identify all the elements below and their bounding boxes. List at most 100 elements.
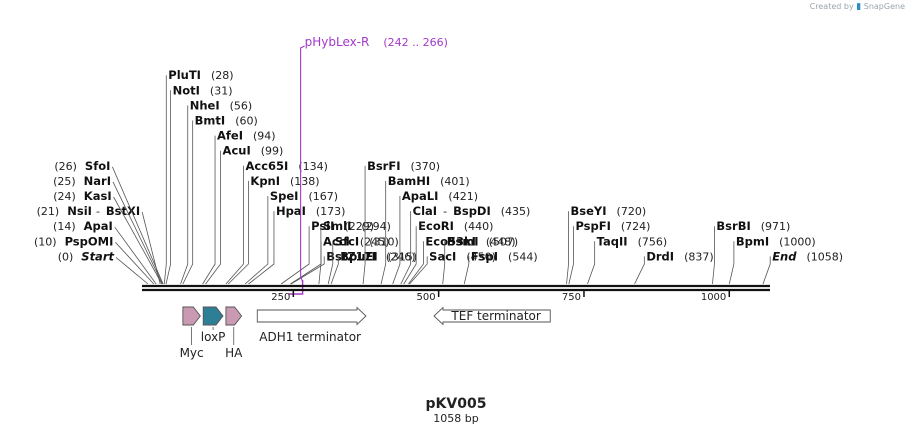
- primer-name: pHybLex-R: [305, 35, 370, 49]
- site-position: (756): [638, 235, 668, 248]
- site-bmti: BmtI(60): [182, 114, 258, 285]
- site-position: (544): [508, 250, 538, 263]
- site-position: (24): [53, 190, 76, 203]
- snapgene-logo-icon: ▮: [856, 2, 862, 12]
- feature-arrow: [182, 306, 201, 326]
- feature-arrow: [202, 306, 224, 326]
- site-name: ClaI: [413, 204, 437, 218]
- site-nhei: NheI(56): [180, 98, 253, 285]
- credit-brand: SnapGene: [863, 2, 905, 11]
- site-connector: [163, 75, 167, 285]
- site-connector: [115, 242, 155, 285]
- site-name: KpnI: [250, 174, 280, 188]
- site-name: BpuEI: [340, 249, 377, 263]
- site-connector: [114, 226, 157, 285]
- site-position: (1058): [806, 250, 843, 263]
- site-kasi: KasI(24): [53, 189, 163, 285]
- site-name: PspOMI: [65, 234, 114, 248]
- site-spei: SpeI(167): [244, 189, 338, 285]
- primer-leader-line: [300, 45, 305, 283]
- plasmid-name: pKV005: [426, 396, 487, 412]
- scale-tick-label-1000: 1000: [701, 292, 726, 303]
- site-position: (26): [54, 160, 77, 173]
- site-position: (94): [253, 130, 276, 143]
- site-connector: [113, 196, 163, 285]
- site-pluti: PluTI(28): [163, 68, 234, 285]
- feature-label: loxP: [201, 330, 226, 344]
- site-connector: [409, 256, 428, 285]
- feature-loxp: loxP: [201, 306, 226, 344]
- site-acc65i: Acc65I(134): [225, 159, 328, 285]
- site-name-alt: BspDI: [453, 204, 491, 218]
- feature-ha: HA: [225, 306, 243, 360]
- site-afei: AfeI(94): [202, 129, 276, 285]
- site-position: (837): [684, 250, 714, 263]
- primer-phyblex-r: pHybLex-R (242 .. 266): [288, 35, 448, 295]
- scale-tick-label-250: 250: [271, 292, 290, 303]
- site-connector: [202, 135, 216, 285]
- site-ecori: EcoRI(440): [403, 219, 493, 285]
- site-name: NarI: [84, 174, 111, 188]
- site-connector: [463, 256, 470, 285]
- site-nari: NarI(25): [53, 174, 163, 285]
- site-position: (450): [466, 250, 496, 263]
- site-position: (971): [761, 220, 791, 233]
- site-connector: [408, 241, 424, 285]
- site-name: BpmI: [736, 234, 769, 248]
- credit-text: Created by: [809, 2, 854, 11]
- site-saci: SacI(450): [409, 249, 496, 285]
- site-name: Eco53kI: [425, 234, 476, 248]
- site-drdi: DrdI(837): [634, 249, 714, 285]
- site-taqii: TaqII(756): [587, 234, 668, 285]
- site-name: SmlI: [323, 219, 352, 233]
- site-connector: [330, 256, 339, 285]
- snapgene-credit: Created by ▮ SnapGene: [810, 2, 905, 12]
- site-pspomi: PspOMI(10): [34, 234, 155, 285]
- site-name: BsmI: [447, 234, 479, 248]
- site-name: BsrFI: [367, 159, 400, 173]
- site-name: NsiI: [67, 204, 92, 218]
- site-name: FspI: [471, 249, 498, 263]
- site-apai: ApaI(14): [53, 219, 157, 285]
- site-name: NotI: [173, 83, 200, 97]
- site-eco53ki: Eco53kI (448): [408, 234, 516, 285]
- site-connector: [380, 180, 387, 285]
- site-connector: [112, 181, 163, 285]
- site-name: BamHI: [388, 174, 430, 188]
- site-bpmi: BpmI(1000): [728, 234, 816, 285]
- site-position: (507): [489, 235, 519, 248]
- site-connector: [141, 212, 161, 285]
- site-name: End: [772, 249, 797, 263]
- site-position: (246): [386, 250, 416, 263]
- site-psii: PsiI(229): [280, 219, 374, 285]
- site-connector: [165, 90, 172, 285]
- site-position: (56): [230, 99, 253, 112]
- site-name: Acc65I: [245, 159, 288, 173]
- site-kpni: KpnI (138): [227, 174, 320, 285]
- site-name: PspFI: [575, 219, 610, 233]
- site-position: (138): [290, 175, 320, 188]
- site-fspi: FspI (544): [463, 249, 538, 285]
- site-position: (310): [369, 235, 399, 248]
- site-connector: [403, 226, 417, 285]
- site-bstz17i: BstZ17I(246): [290, 249, 416, 285]
- site-connector: [225, 165, 244, 285]
- primer-range: (242 .. 266): [383, 36, 448, 49]
- site-connector: [290, 241, 322, 285]
- site-position: (421): [448, 190, 478, 203]
- site-position: (448): [486, 235, 516, 248]
- site-position: (173): [316, 205, 346, 218]
- site-connector: [205, 150, 221, 285]
- site-position: (167): [308, 190, 338, 203]
- site-end: End (1058): [762, 249, 843, 285]
- site-bseyi: BseYI(720): [566, 204, 647, 285]
- site-connector: [634, 256, 645, 285]
- site-connector: [400, 211, 412, 285]
- feature-label: HA: [225, 346, 243, 360]
- site-position: (315): [388, 250, 418, 263]
- site-position: (0): [58, 250, 74, 263]
- site-connector: [728, 241, 735, 285]
- feature-arrow: [225, 306, 243, 326]
- site-position: (720): [617, 205, 647, 218]
